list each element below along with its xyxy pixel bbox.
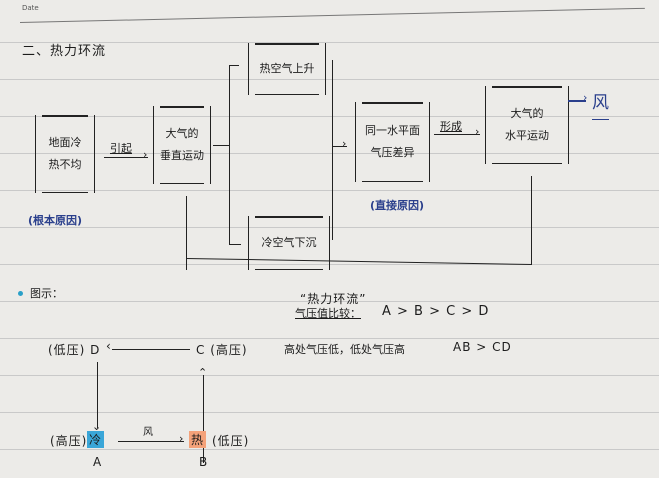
wind-result: 风 <box>592 88 609 120</box>
wind-arrow-head-icon: › <box>583 91 588 104</box>
branch-bracket <box>229 65 231 245</box>
point-b-pressure: (低压) <box>212 434 250 448</box>
loop-right <box>531 176 533 264</box>
pressure-diff-box: 同一水平面 气压差异 <box>355 102 430 182</box>
point-d-label: (低压) D <box>48 343 101 357</box>
comparison-label: 气压值比较： <box>295 307 361 320</box>
rule-compare: AB > CD <box>453 340 512 354</box>
date-label: Date <box>22 4 39 12</box>
arrow-c-to-d <box>112 349 190 351</box>
merge-arrow <box>333 146 347 148</box>
loop-label: “热力环流” <box>300 292 367 306</box>
root-cause-note: (根本原因) <box>28 214 83 227</box>
branch-top <box>229 65 239 67</box>
branch-line <box>213 145 229 147</box>
vm-line-2: 垂直运动 <box>160 149 204 162</box>
cause-line-2: 热不均 <box>48 158 82 171</box>
wind-arrow <box>568 100 586 102</box>
arrow1-line <box>104 157 148 159</box>
cause-box: 地面冷 热不均 <box>35 115 95 193</box>
point-b-hot: 热 <box>189 431 207 448</box>
arrow-b-to-c-head-icon: ⌃ <box>198 366 208 379</box>
point-c-label: C (高压) <box>196 343 248 357</box>
diagram-heading: 图示： <box>30 287 63 300</box>
bullet-icon <box>18 291 23 296</box>
arrow-a-to-b <box>118 441 184 443</box>
hm-line-2: 水平运动 <box>505 129 549 142</box>
arrow1-head-icon: › <box>143 148 148 161</box>
vm-line-1: 大气的 <box>165 127 199 140</box>
rise-box: 热空气上升 <box>248 43 326 95</box>
horizontal-motion-box: 大气的 水平运动 <box>485 86 569 164</box>
arrow-b-to-c <box>203 375 205 463</box>
comparison-value: A > B > C > D <box>382 304 490 319</box>
merge-bracket <box>332 60 334 240</box>
rise-text: 热空气上升 <box>259 62 315 75</box>
hm-line-1: 大气的 <box>510 107 544 120</box>
arrow2-label: 形成 <box>440 120 462 133</box>
point-b-name: B <box>199 455 209 469</box>
sink-text: 冷空气下沉 <box>261 236 317 249</box>
section-title: 二、热力环流 <box>22 44 107 59</box>
vertical-motion-box: 大气的 垂直运动 <box>153 106 211 184</box>
point-a-pressure: (高压) <box>50 434 88 448</box>
pd-line-1: 同一水平面 <box>365 124 420 137</box>
arrow-d-to-a <box>97 362 99 428</box>
arrow-a-to-b-head-icon: › <box>179 432 184 445</box>
arrow-d-to-a-head-icon: ⌄ <box>92 420 102 433</box>
cause-line-1: 地面冷 <box>48 136 82 149</box>
arrow-c-to-d-head-icon: ‹ <box>106 339 111 353</box>
direct-cause-note: (直接原因) <box>370 199 425 212</box>
pressure-rule: 高处气压低，低处气压高 <box>284 343 405 356</box>
arrow2-head-icon: › <box>475 125 480 138</box>
pd-line-2: 气压差异 <box>370 146 415 159</box>
arrow2-line <box>434 134 480 136</box>
loop-left <box>186 196 188 270</box>
wind-label: 风 <box>143 427 153 438</box>
point-a-name: A <box>93 455 103 469</box>
point-a-cold: 冷 <box>87 431 105 448</box>
arrow1-label: 引起 <box>110 142 132 155</box>
branch-bottom <box>229 244 241 246</box>
sink-box: 冷空气下沉 <box>248 216 330 270</box>
merge-arrow-head-icon: › <box>342 137 347 150</box>
